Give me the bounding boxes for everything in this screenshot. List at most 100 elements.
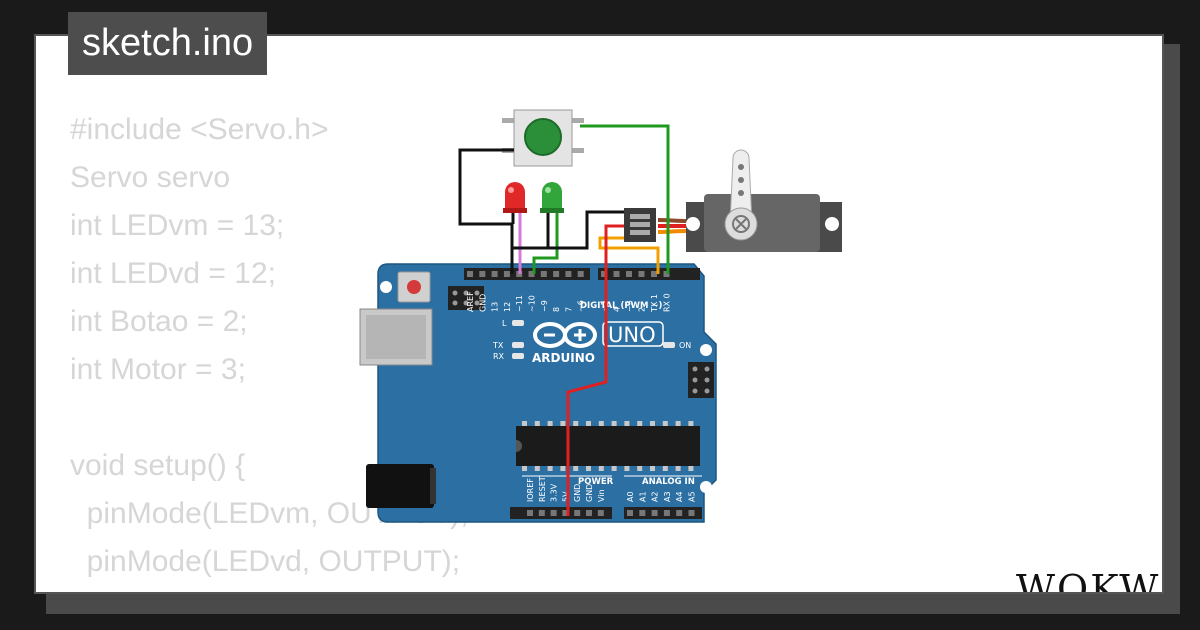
tx-label: TX [492,341,504,350]
digital-header-label: DIGITAL (PWM ~) [580,301,662,311]
chip-pin [586,466,591,471]
chip-pin [598,466,604,471]
power-pin-label: 5V [561,491,570,502]
analog-pin-hole[interactable] [639,510,646,516]
digital-pin-hole[interactable] [638,271,645,277]
power-pin-hole[interactable] [562,510,569,516]
digital-pin-hole[interactable] [651,271,657,277]
pushbutton[interactable] [502,109,584,167]
chip-pin [662,466,668,471]
analog-pin-hole[interactable] [676,510,683,516]
chip-pin [547,421,553,426]
uno-badge [602,321,664,347]
power-pin-hole[interactable] [597,510,604,516]
power-pin-label: GND [585,484,594,502]
digital-pin-hole[interactable] [503,271,510,277]
power-pin-hole[interactable] [527,510,533,516]
power-pin-label: Vin [597,489,606,502]
digital-pin-hole[interactable] [565,271,572,277]
digital-pin-label: 7 [564,307,573,312]
power-pin-label: GND [573,484,582,502]
chip-pin [573,466,579,471]
analog-pin-label: A1 [638,491,647,502]
servo-body [704,194,820,252]
wire-green-led-cathode [513,213,550,250]
digital-pin-hole[interactable] [601,271,607,277]
chip-pin [560,466,566,471]
digital-pin-label: ~11 [515,295,524,312]
digital-pin-label: AREF [466,291,475,312]
digital-pin-hole[interactable] [626,271,632,277]
mounting-hole [700,481,712,493]
power-pin-hole[interactable] [538,510,545,516]
analog-pin-hole[interactable] [627,510,633,516]
chip-pin [675,421,681,426]
chip-pin [573,421,579,426]
chip-pin [611,466,617,471]
analog-pin-hole[interactable] [688,510,695,516]
servo-motor[interactable] [624,149,842,252]
code-line: void setup() { [70,449,246,482]
power-pin-hole[interactable] [574,510,581,516]
chip-pin [547,466,553,471]
red-led[interactable] [503,182,527,213]
chip-pin [611,421,617,426]
servo-horn [729,149,753,225]
wire-servo-signal [598,236,660,274]
power-pin-hole[interactable] [586,510,592,516]
digital-pin-label: ~9 [540,300,549,312]
digital-pin-hole[interactable] [491,271,498,277]
green-led[interactable] [540,182,564,213]
tx-led [512,342,524,348]
power-pin-label: IOREF [526,478,535,502]
chip-pin [534,466,540,471]
chip-pin [598,421,604,426]
digital-pin-hole[interactable] [540,271,547,277]
analog-pin-hole[interactable] [663,510,670,516]
on-led [663,342,675,348]
chip-pin [675,466,681,471]
power-pin-label: RESET [538,476,547,502]
power-jack [366,464,434,508]
wokwi-logo: WOKWI [1016,567,1162,592]
digital-pin-hole[interactable] [613,271,620,277]
chip-pin [637,466,643,471]
wire-button-to-gnd [458,148,514,274]
digital-pin-label: RX 0 [663,293,672,312]
digital-pin-label: 12 [503,302,512,312]
file-title-tab[interactable]: sketch.ino [68,12,268,75]
digital-pin-hole[interactable] [577,271,584,277]
icsp-header [448,286,484,310]
digital-pin-hole[interactable] [467,271,473,277]
analog-pin-hole[interactable] [651,510,658,516]
chip-pin [688,466,694,471]
rx-led [512,353,524,359]
digital-pin-hole[interactable] [553,271,560,277]
icsp-header-right [688,362,714,398]
chip-pin [650,421,655,426]
on-label: ON [679,341,691,350]
digital-header-right [598,268,700,280]
power-pin-hole[interactable] [550,510,557,516]
analog-pin-label: A2 [651,491,660,502]
l-label: L [502,319,507,328]
chip-pin [624,466,630,471]
code-line: #include <Servo.h> [70,113,329,146]
digital-pin-label: TX 1 [650,294,659,313]
digital-pin-label: ~10 [528,295,537,312]
atmega-chip [516,421,700,471]
digital-pin-label: ~6 [577,300,586,312]
chip-pin [522,466,527,471]
analog-pin-label: A3 [663,491,672,502]
chip-pin [586,421,591,426]
digital-pin-hole[interactable] [528,271,535,277]
digital-pin-label: 8 [552,307,561,312]
digital-pin-hole[interactable] [479,271,486,277]
digital-pin-label: 4 [613,307,622,312]
model-label: UNO [608,323,656,347]
wire-servo-gnd [548,210,624,250]
